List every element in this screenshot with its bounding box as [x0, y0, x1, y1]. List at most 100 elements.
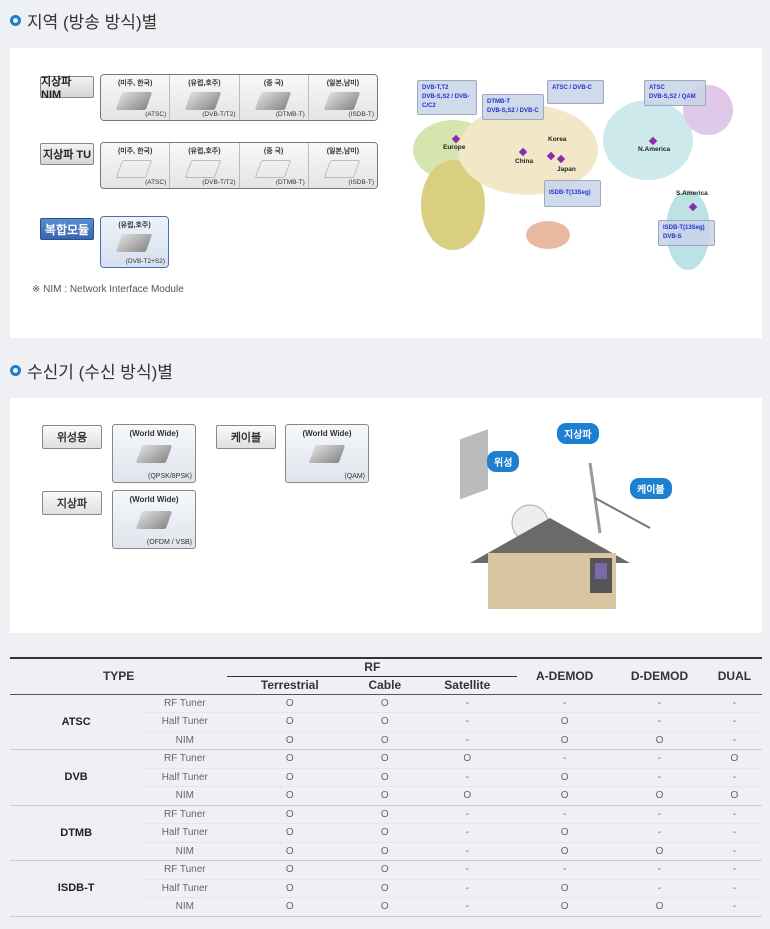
table-cell: O	[517, 768, 613, 787]
standard-line: DVB-S	[663, 234, 682, 240]
header-rf: RF	[227, 658, 518, 677]
table-cell: -	[612, 694, 707, 713]
group-name: ATSC	[10, 694, 143, 750]
table-cell: O	[352, 823, 418, 843]
bubble-satellite: 위성	[487, 451, 520, 472]
nim-strip: (미주, 한국)(ATSC) (유럽,호주)(DVB-T/T2) (중 국)(D…	[100, 74, 378, 121]
header-a-demod: A-DEMOD	[536, 669, 594, 684]
module-region: (미주, 한국)	[117, 148, 153, 155]
row-subtype: NIM	[142, 842, 228, 861]
standard-line: ISDB-T(13Seg)	[663, 225, 705, 231]
map-label-samerica-standards: ISDB-T(13Seg) DVB-S	[658, 220, 715, 246]
module-region: (미주, 한국)	[117, 80, 153, 87]
table-cell: O	[352, 842, 418, 861]
standard-line: DVB-S,S2 / DVB-C/C2	[422, 94, 470, 109]
table-cell: O	[517, 712, 613, 732]
module-image	[135, 511, 173, 529]
table-cell: O	[612, 897, 707, 917]
section-title-text: 수신기 (수신 방식)별	[27, 363, 173, 382]
row-subtype: RF Tuner	[142, 749, 228, 769]
receiver-label: Receiver	[595, 538, 621, 544]
table-cell: O	[227, 805, 353, 824]
label-terrestrial-tu: 지상파 TU	[40, 143, 94, 165]
receiver-card-terrestrial: (World Wide)(OFDM / VSB)	[112, 490, 196, 549]
group-name: DTMB	[10, 805, 143, 861]
table-cell: O	[417, 786, 518, 806]
standard-line: ATSC	[649, 85, 665, 91]
table-cell: -	[706, 879, 762, 898]
receiver-scope: (World Wide)	[302, 429, 352, 438]
table-cell: O	[517, 731, 613, 750]
table-cell: O	[706, 786, 762, 806]
region-namerica: N.America	[638, 146, 671, 153]
table-cell: -	[706, 842, 762, 861]
table-cell: -	[417, 805, 518, 824]
receiver-standard: (QPSK/8PSK)	[148, 473, 192, 480]
section-title-text: 지역 (방송 방식)별	[27, 13, 158, 32]
module-image	[184, 92, 222, 110]
header-dual: DUAL	[717, 669, 752, 684]
receiver-panel: 위성용 (World Wide)(QPSK/8PSK) 케이블 (World W…	[10, 398, 762, 633]
table-cell: -	[517, 860, 613, 880]
table-cell: O	[227, 786, 353, 806]
region-japan: Japan	[557, 166, 576, 173]
receiver-standard: (QAM)	[344, 473, 365, 480]
standard-line: DVB-S,S2 / QAM	[649, 94, 696, 100]
bullet-ring-icon	[10, 15, 21, 26]
label-terrestrial-nim: 지상파 NIM	[40, 76, 94, 101]
table-cell: -	[612, 860, 707, 880]
table-cell: O	[352, 879, 418, 898]
table-cell: O	[352, 768, 418, 787]
module-image	[254, 92, 291, 110]
row-subtype: NIM	[142, 731, 228, 750]
table-cell: O	[352, 805, 418, 824]
module-standard: (DTMB-T)	[275, 111, 305, 118]
module-region: (유럽,호주)	[118, 222, 151, 229]
table-cell: -	[517, 805, 613, 824]
group-name: DVB	[10, 749, 143, 806]
reception-illustration	[460, 429, 651, 609]
table-cell: -	[417, 860, 518, 880]
module-image	[184, 160, 222, 178]
module-standard: (ISDB-T)	[348, 111, 374, 118]
module-image	[254, 160, 291, 178]
module-region: (일본,남미)	[326, 80, 360, 87]
label-cable: 케이블	[216, 425, 276, 449]
module-image	[323, 92, 361, 110]
header-satellite: Satellite	[444, 678, 491, 692]
module-image	[323, 160, 361, 178]
table-cell: -	[612, 823, 707, 843]
module-card: (중 국)(DTMB-T)	[239, 143, 309, 188]
receiver-card-satellite: (World Wide)(QPSK/8PSK)	[112, 424, 196, 483]
module-standard: (ISDB-T)	[348, 179, 374, 186]
module-standard: (DVB-T/T2)	[202, 179, 236, 186]
table-cell: O	[517, 823, 613, 843]
module-image	[115, 234, 153, 252]
module-standard: (ATSC)	[145, 111, 167, 118]
table-cell: -	[517, 694, 613, 713]
table-cell: -	[612, 749, 707, 769]
row-subtype: Half Tuner	[142, 879, 228, 898]
standard-line: ATSC / DVB-C	[552, 85, 592, 91]
table-cell: -	[706, 805, 762, 824]
table-cell: -	[612, 879, 707, 898]
header-d-demod: D-DEMOD	[630, 669, 689, 684]
tu-strip: (미주, 한국)(ATSC) (유럽,호주)(DVB-T/T2) (중 국)(D…	[100, 142, 378, 189]
table-cell: O	[352, 786, 418, 806]
module-image	[115, 160, 153, 178]
module-card: (일본,남미)(ISDB-T)	[308, 143, 377, 188]
header-terrestrial: Terrestrial	[260, 678, 319, 692]
table-cell: O	[227, 768, 353, 787]
table-cell: -	[706, 731, 762, 750]
module-region: (유럽,호주)	[188, 148, 221, 155]
bubble-cable: 케이블	[630, 478, 672, 499]
